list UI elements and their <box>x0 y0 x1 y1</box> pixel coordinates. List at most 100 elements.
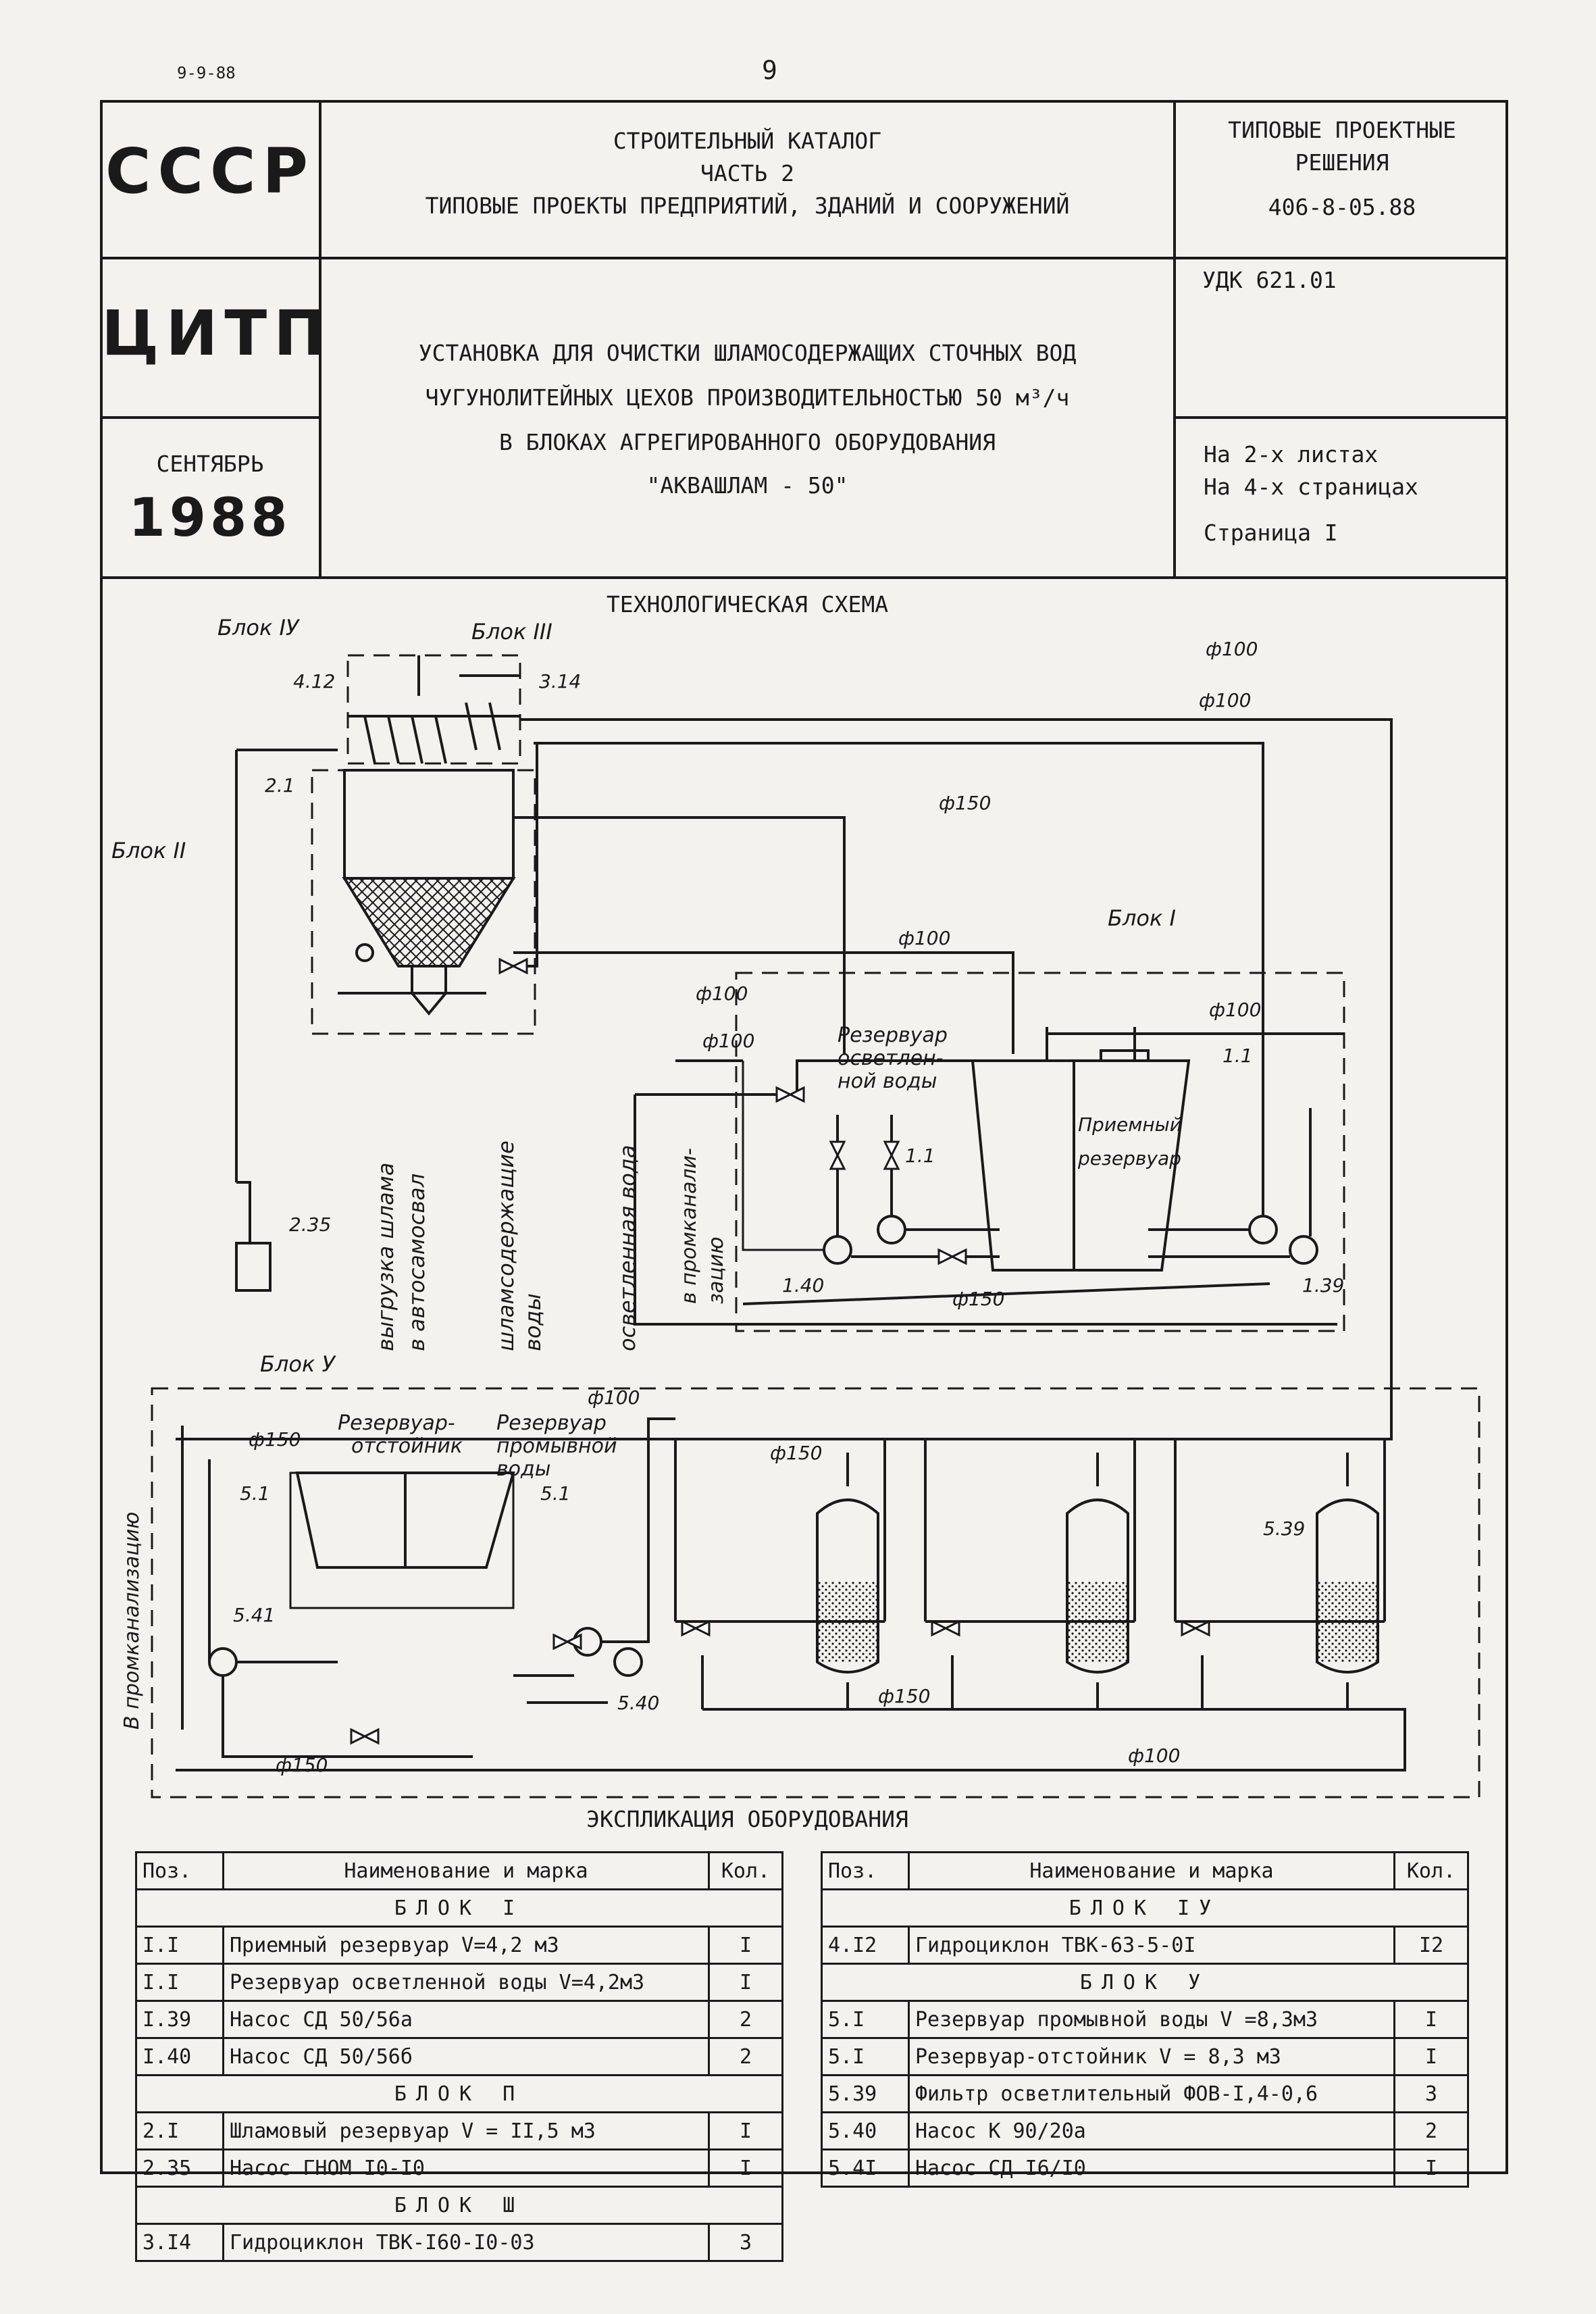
label-priem-1: Приемный <box>1078 1113 1182 1136</box>
label-2-1: 2.1 <box>265 774 295 797</box>
label-blok-iii: Блок III <box>471 619 552 645</box>
label-rez-prom-3: воды <box>496 1457 550 1481</box>
cell-name: Насос К 90/20а <box>908 2111 1395 2150</box>
label-2-35: 2.35 <box>289 1213 331 1236</box>
dim-d150-6: ф150 <box>276 1754 328 1776</box>
block-iv-heading: БЛОК IУ <box>821 1888 1469 1928</box>
label-vygruzka-1: выгрузка шлама <box>373 1163 398 1351</box>
col-qty: Кол. <box>708 1851 783 1890</box>
block-iii-heading: БЛОК Ш <box>135 2186 783 2225</box>
cell-name: Гидроциклон ТВК-63-5-0I <box>908 1926 1395 1965</box>
cell-name: Резервуар-отстойник V = 8,3 м3 <box>908 2037 1395 2076</box>
cell-pos: 4.I2 <box>821 1926 910 1965</box>
blok-i-outline <box>735 972 1345 1332</box>
header-rule-3 <box>1173 416 1508 419</box>
label-osv-voda: осветленная вода <box>615 1145 640 1351</box>
dim-d150-1: ф150 <box>939 792 991 814</box>
title-line-3: В БЛОКАХ АГРЕГИРОВАННОГО ОБОРУДОВАНИЯ <box>498 429 996 455</box>
cell-pos: 5.I <box>821 2037 910 2076</box>
cell-qty: I <box>708 1963 783 2002</box>
cell-pos: 5.I <box>821 2000 910 2039</box>
dim-d100-7: ф100 <box>588 1386 640 1409</box>
issue-month: СЕНТЯБРЬ <box>156 451 264 477</box>
table-header-row: Поз. Наименование и марка Кол. <box>821 1851 1469 1890</box>
cell-qty: 2 <box>708 2000 783 2039</box>
col-name: Наименование и марка <box>908 1851 1395 1890</box>
cell-qty: 2 <box>708 2037 783 2076</box>
series-code: 406-8-05.88 <box>1268 194 1416 220</box>
label-rez-osv-1: Резервуар <box>838 1024 948 1047</box>
series-line-1: ТИПОВЫЕ ПРОЕКТНЫЕ <box>1228 117 1456 143</box>
label-blok-iv: Блок IУ <box>217 615 301 640</box>
dim-d150-3: ф150 <box>249 1428 301 1451</box>
dim-d100-3: ф100 <box>898 927 950 949</box>
header-divider-1 <box>319 100 321 578</box>
label-1-39: 1.39 <box>1302 1274 1344 1297</box>
cell-qty: 2 <box>1393 2111 1469 2150</box>
label-1-1-a: 1.1 <box>1222 1045 1253 1067</box>
page-mark: 9-9-88 <box>177 64 236 82</box>
label-prom-1a: в промканали- <box>677 1148 701 1304</box>
catalog-line-1: СТРОИТЕЛЬНЫЙ КАТАЛОГ <box>613 128 882 154</box>
page-count: На 4-х страницах <box>1204 474 1418 500</box>
sheet-count: На 2-х листах <box>1204 441 1379 468</box>
title-line-4: "АКВАШЛАМ - 50" <box>646 472 848 499</box>
cell-name: Насос СД I6/I0 <box>908 2148 1395 2188</box>
label-prom-2: В промканализацию <box>120 1512 144 1730</box>
label-blok-i: Блок I <box>1108 905 1176 931</box>
label-shlam-1: шламсодержащие <box>493 1140 519 1351</box>
label-1-40: 1.40 <box>782 1274 824 1297</box>
label-rez-osv-3: ной воды <box>838 1070 937 1093</box>
header-divider-2 <box>1173 100 1176 578</box>
label-3-14: 3.14 <box>539 670 581 693</box>
label-rez-otst-1: Резервуар- <box>338 1411 455 1435</box>
cell-pos: 5.4I <box>821 2148 910 2188</box>
dim-d100-1: ф100 <box>1206 638 1258 660</box>
label-blok-ii: Блок II <box>111 838 186 863</box>
label-priem-2: резервуар <box>1077 1147 1181 1169</box>
cell-pos: I.I <box>135 1963 224 2002</box>
label-5-1-a: 5.1 <box>240 1482 270 1505</box>
col-name: Наименование и марка <box>222 1851 710 1890</box>
cell-qty: I <box>1393 2148 1469 2188</box>
cell-qty: I <box>708 2111 783 2150</box>
page-number: 9 <box>762 55 777 85</box>
explication-table-right: Поз. Наименование и марка Кол. БЛОК IУ 4… <box>821 1851 1469 2188</box>
col-qty: Кол. <box>1393 1851 1469 1890</box>
dim-d100-8: ф100 <box>1128 1744 1180 1767</box>
cell-name: Гидроциклон ТВК-I60-I0-03 <box>222 2223 710 2262</box>
cell-qty: I <box>708 2148 783 2188</box>
cell-qty: I <box>1393 2000 1469 2039</box>
dim-d100-4: ф100 <box>696 982 748 1005</box>
country-stamp: СССР <box>105 135 315 207</box>
cell-pos: 3.I4 <box>135 2223 224 2262</box>
cell-pos: 5.40 <box>821 2111 910 2150</box>
page-index: Страница I <box>1204 520 1338 546</box>
blok-v-outline <box>151 1387 1481 1799</box>
label-5-39: 5.39 <box>1263 1517 1305 1540</box>
cell-qty: 3 <box>708 2223 783 2262</box>
cell-name: Насос СД 50/56а <box>222 2000 710 2039</box>
label-5-1-b: 5.1 <box>540 1482 571 1505</box>
label-rez-prom-1: Резервуар <box>496 1411 607 1435</box>
label-rez-otst-2: отстойник <box>351 1434 463 1458</box>
process-scheme: Блок IУ Блок III Блок II Блок I Блок У 4… <box>111 615 1481 1799</box>
label-prom-1b: зацию <box>704 1236 728 1304</box>
label-1-1-b: 1.1 <box>905 1145 935 1167</box>
cell-name: Резервуар осветленной воды V=4,2м3 <box>222 1963 710 2002</box>
explication-table-left: Поз. Наименование и марка Кол. БЛОК I I.… <box>135 1851 783 2262</box>
dim-d150-2: ф150 <box>952 1288 1004 1310</box>
block-v-heading: БЛОК У <box>821 1963 1469 2002</box>
cell-pos: 5.39 <box>821 2074 910 2113</box>
block-ii-heading: БЛОК П <box>135 2074 783 2113</box>
udk-code: УДК 621.01 <box>1202 267 1337 293</box>
cell-name: Насос СД 50/56б <box>222 2037 710 2076</box>
